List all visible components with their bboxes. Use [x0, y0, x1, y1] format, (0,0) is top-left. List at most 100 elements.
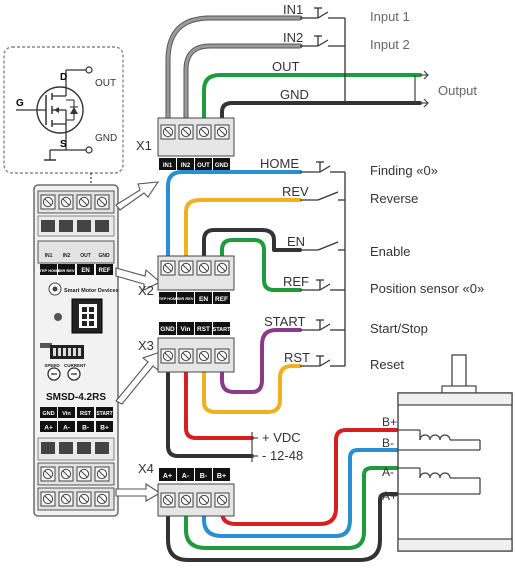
- button-in1-icon: [300, 7, 346, 46]
- wire-vin: [184, 356, 254, 440]
- driver-pin-step: STEP HOME: [37, 268, 61, 273]
- driver-pin-dir: DIR REV: [58, 268, 75, 273]
- desc-input2: Input 2: [370, 37, 410, 52]
- button-in2-icon: [300, 35, 346, 103]
- mosfet-label-g: G: [16, 98, 24, 109]
- driver-pin-start: START: [96, 411, 112, 417]
- wire-en: [202, 228, 302, 270]
- x2-pin-ref: REF: [215, 296, 228, 303]
- wire-labels: IN1 IN2 OUT GND HOME REV EN REF START RS…: [260, 2, 310, 365]
- wire-label-en: EN: [287, 234, 305, 249]
- mosfet-schematic: D G S OUT GND: [3, 46, 124, 190]
- driver-pin-in1: IN1: [45, 253, 53, 259]
- x3-pin-start: START: [213, 327, 232, 333]
- wire-power-gnd: [166, 356, 254, 458]
- button-home-icon: [300, 161, 345, 173]
- driver-pin-ref: REF: [99, 268, 111, 274]
- wire-motor-a-minus: [184, 466, 404, 550]
- x3-label: X3: [138, 338, 154, 353]
- x1-pin-in2: IN2: [181, 163, 191, 169]
- driver-pin-vin: Vin: [62, 411, 71, 417]
- x4-pin-a-plus: A+: [163, 473, 172, 480]
- wire-label-in1: IN1: [283, 2, 303, 17]
- button-rst-icon: [300, 355, 345, 367]
- wires: [165, 15, 422, 562]
- wire-rev: [184, 198, 302, 270]
- desc-startstop: Start/Stop: [370, 321, 428, 336]
- driver-module: IN1 IN1 IN2 OUT GND STEP HOME DIR REV EN…: [33, 184, 119, 517]
- driver-pin-rst: RST: [80, 411, 92, 417]
- desc-finding: Finding «0»: [370, 163, 438, 178]
- wire-label-gnd: GND: [280, 87, 309, 102]
- desc-input1: Input 1: [370, 9, 410, 24]
- switch-en-icon: [300, 241, 345, 251]
- driver-pin-a-plus: A+: [44, 425, 53, 432]
- wire-motor-b-minus: [202, 448, 404, 538]
- speed-label: SPEED: [44, 363, 60, 368]
- connector-x2: STEP HOME DIR REV EN REF X2: [138, 255, 235, 304]
- mosfet-label-s: S: [60, 139, 67, 150]
- mosfet-label-d: D: [60, 72, 67, 83]
- wire-motor-a-plus: [166, 492, 404, 562]
- callout-arrows: [115, 181, 162, 502]
- wire-label-ref: REF: [283, 274, 309, 289]
- wire-home: [166, 170, 302, 270]
- x4-pin-b-minus: B-: [200, 473, 208, 480]
- descriptions: Input 1 Input 2 Output Finding «0» Rever…: [262, 9, 484, 463]
- switch-symbols: [300, 7, 346, 367]
- output-arrows: [414, 70, 429, 108]
- driver-pin-en: EN: [81, 268, 89, 274]
- x4-pin-b-plus: B+: [217, 473, 226, 480]
- x4-label: X4: [138, 461, 154, 476]
- connector-x1: IN1 IN2 OUT GND X1: [136, 117, 235, 170]
- desc-enable: Enable: [370, 244, 410, 259]
- status-led-icon: [54, 313, 62, 321]
- wire-motor-b-plus: [220, 428, 404, 526]
- wire-out: [202, 73, 422, 134]
- mosfet-label-out: OUT: [95, 78, 116, 89]
- wire-label-start: START: [264, 314, 305, 329]
- mosfet-label-gnd: GND: [95, 133, 117, 144]
- connector-x4: A+ A- B- B+ X4: [138, 461, 235, 517]
- desc-output: Output: [438, 83, 477, 98]
- connector-x3: GND Vin RST START X3: [138, 322, 235, 373]
- x3-pin-rst: RST: [197, 326, 210, 333]
- desc-reverse: Reverse: [370, 191, 418, 206]
- wire-label-rev: REV: [282, 184, 309, 199]
- switch-rev-icon: [300, 191, 345, 201]
- driver-pin-in2: IN2: [63, 253, 71, 259]
- power-minus: - 12-48: [262, 448, 303, 463]
- wire-ref: [220, 238, 302, 292]
- desc-position: Position sensor «0»: [370, 281, 484, 296]
- x1-pin-in1: IN1: [163, 163, 173, 169]
- wire-start: [220, 328, 302, 394]
- x2-label: X2: [138, 283, 154, 298]
- wire-gnd: [220, 101, 422, 134]
- x3-pin-vin: Vin: [181, 326, 191, 333]
- driver-pin-b-plus: B+: [100, 425, 109, 432]
- driver-brand: Smart Motor Devices: [64, 288, 119, 294]
- motor-pin-b-plus: B+: [382, 415, 397, 429]
- x2-pin-dir-rev: DIR REV: [177, 296, 194, 301]
- wire-label-out: OUT: [272, 59, 300, 74]
- driver-pin-out: OUT: [80, 253, 91, 259]
- x2-pin-step-home: STEP HOME: [156, 297, 179, 301]
- x4-pin-a-minus: A-: [182, 473, 190, 480]
- wire-label-in2: IN2: [283, 30, 303, 45]
- driver-model: SMSD-4.2RS: [46, 392, 106, 403]
- wire-rst: [202, 356, 302, 414]
- current-label: CURRENT: [64, 363, 86, 368]
- button-ref-icon: [300, 279, 345, 291]
- driver-pin-a-minus: A-: [63, 425, 70, 432]
- wire-label-rst: RST: [284, 350, 310, 365]
- x1-label: X1: [136, 138, 152, 153]
- stepper-motor: B+ B- A- A+: [382, 354, 513, 552]
- desc-reset: Reset: [370, 357, 404, 372]
- x3-pin-gnd: GND: [160, 326, 175, 333]
- driver-pin-gnd-x3: GND: [42, 411, 54, 417]
- wire-label-home: HOME: [260, 156, 299, 171]
- x1-pin-gnd: GND: [215, 163, 229, 169]
- x2-pin-en: EN: [199, 296, 208, 303]
- driver-pin-gnd: GND: [98, 253, 110, 259]
